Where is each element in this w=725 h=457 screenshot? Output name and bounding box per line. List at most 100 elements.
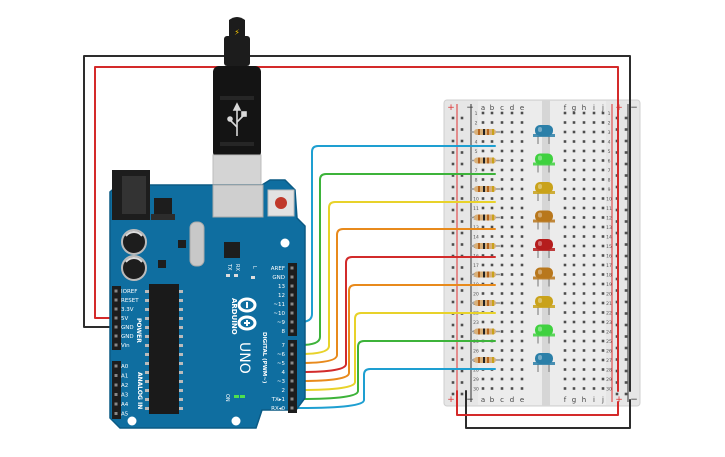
breadboard-hole[interactable] (582, 263, 586, 267)
breadboard-hole[interactable] (572, 140, 576, 143)
breadboard-hole[interactable] (500, 197, 504, 200)
breadboard-hole[interactable] (500, 263, 504, 267)
breadboard-hole[interactable] (601, 244, 605, 248)
breadboard-hole[interactable] (582, 235, 586, 238)
breadboard-hole[interactable] (582, 197, 586, 200)
breadboard-hole[interactable] (510, 216, 514, 219)
rail-hole[interactable] (451, 151, 455, 154)
breadboard-hole[interactable] (592, 235, 596, 238)
breadboard-hole[interactable] (510, 187, 514, 191)
breadboard-hole[interactable] (520, 330, 524, 333)
breadboard-hole[interactable] (510, 121, 514, 124)
resistor-4[interactable] (470, 214, 500, 221)
breadboard-hole[interactable] (582, 178, 586, 181)
rail-hole[interactable] (460, 289, 464, 292)
rail-hole[interactable] (624, 162, 628, 166)
signal-wire-8[interactable] (291, 340, 496, 400)
breadboard-hole[interactable] (500, 311, 504, 314)
breadboard-hole[interactable] (520, 197, 524, 200)
rail-hole[interactable] (624, 208, 628, 212)
breadboard-hole[interactable] (490, 263, 494, 267)
rail-hole[interactable] (460, 369, 464, 373)
breadboard-hole[interactable] (490, 320, 494, 324)
breadboard-hole[interactable] (500, 187, 504, 191)
breadboard-hole[interactable] (563, 111, 567, 115)
rail-hole[interactable] (460, 243, 464, 246)
header-pin[interactable] (114, 374, 118, 377)
resistor-9[interactable] (470, 357, 500, 363)
arduino-board[interactable]: ARDUINO UNO L TX RX ON IOREFRESET3.3V5VG… (109, 170, 306, 429)
breadboard-hole[interactable] (582, 159, 586, 162)
breadboard-hole[interactable] (500, 292, 504, 295)
resistor-1[interactable] (470, 129, 500, 135)
breadboard-hole[interactable] (563, 159, 567, 162)
breadboard-hole[interactable] (500, 111, 504, 115)
rail-hole[interactable] (451, 185, 455, 189)
rail-hole[interactable] (460, 208, 464, 212)
rail-hole[interactable] (451, 162, 455, 166)
breadboard-hole[interactable] (601, 282, 605, 286)
signal-wire-2[interactable] (291, 173, 496, 346)
breadboard-hole[interactable] (500, 339, 504, 343)
resistor-6[interactable] (470, 271, 500, 278)
breadboard-hole[interactable] (563, 377, 567, 381)
breadboard-hole[interactable] (563, 301, 567, 305)
breadboard-hole[interactable] (563, 206, 567, 210)
led-8[interactable] (533, 324, 555, 344)
breadboard-hole[interactable] (601, 187, 605, 191)
breadboard-hole[interactable] (601, 377, 605, 381)
rail-hole[interactable] (624, 289, 628, 292)
breadboard-hole[interactable] (490, 292, 494, 295)
breadboard-hole[interactable] (563, 225, 567, 229)
header-pin[interactable] (114, 364, 118, 368)
rail-hole[interactable] (451, 300, 455, 304)
breadboard-hole[interactable] (582, 368, 586, 371)
breadboard-hole[interactable] (572, 159, 576, 162)
breadboard-hole[interactable] (490, 235, 494, 238)
rail-hole[interactable] (624, 266, 628, 269)
breadboard-hole[interactable] (510, 282, 514, 286)
breadboard-hole[interactable] (500, 282, 504, 286)
breadboard-hole[interactable] (601, 140, 605, 143)
breadboard-hole[interactable] (563, 121, 567, 124)
breadboard-hole[interactable] (520, 311, 524, 314)
breadboard-hole[interactable] (490, 387, 494, 390)
breadboard-hole[interactable] (510, 130, 514, 134)
breadboard-hole[interactable] (592, 216, 596, 219)
breadboard-hole[interactable] (481, 121, 485, 124)
breadboard-hole[interactable] (592, 387, 596, 390)
wire-gnd-bottom-loop[interactable] (465, 390, 631, 429)
breadboard-hole[interactable] (592, 140, 596, 143)
breadboard-hole[interactable] (563, 149, 567, 153)
breadboard-hole[interactable] (592, 187, 596, 191)
breadboard-hole[interactable] (601, 292, 605, 295)
breadboard-hole[interactable] (592, 121, 596, 124)
rail-hole[interactable] (460, 174, 464, 177)
led-4[interactable] (533, 210, 555, 230)
breadboard-hole[interactable] (510, 377, 514, 381)
breadboard-hole[interactable] (500, 216, 504, 219)
breadboard-hole[interactable] (481, 377, 485, 381)
rail-hole[interactable] (451, 346, 455, 350)
rail-hole[interactable] (451, 116, 455, 120)
breadboard-hole[interactable] (520, 377, 524, 381)
breadboard-hole[interactable] (481, 387, 485, 390)
resistor-2[interactable] (470, 157, 500, 164)
breadboard-hole[interactable] (500, 235, 504, 238)
resistor-3[interactable] (470, 186, 500, 192)
breadboard-hole[interactable] (520, 301, 524, 305)
breadboard-hole[interactable] (481, 292, 485, 295)
breadboard-hole[interactable] (592, 178, 596, 181)
breadboard-hole[interactable] (563, 178, 567, 181)
rail-hole[interactable] (624, 139, 628, 143)
breadboard-hole[interactable] (563, 130, 567, 134)
header-pin[interactable] (114, 316, 118, 320)
rail-hole[interactable] (460, 116, 464, 120)
breadboard-hole[interactable] (572, 292, 576, 295)
breadboard-hole[interactable] (601, 206, 605, 210)
rail-hole[interactable] (451, 128, 455, 131)
header-pin[interactable] (290, 361, 294, 365)
breadboard-hole[interactable] (510, 292, 514, 295)
rail-hole[interactable] (624, 254, 628, 258)
breadboard-hole[interactable] (592, 149, 596, 153)
